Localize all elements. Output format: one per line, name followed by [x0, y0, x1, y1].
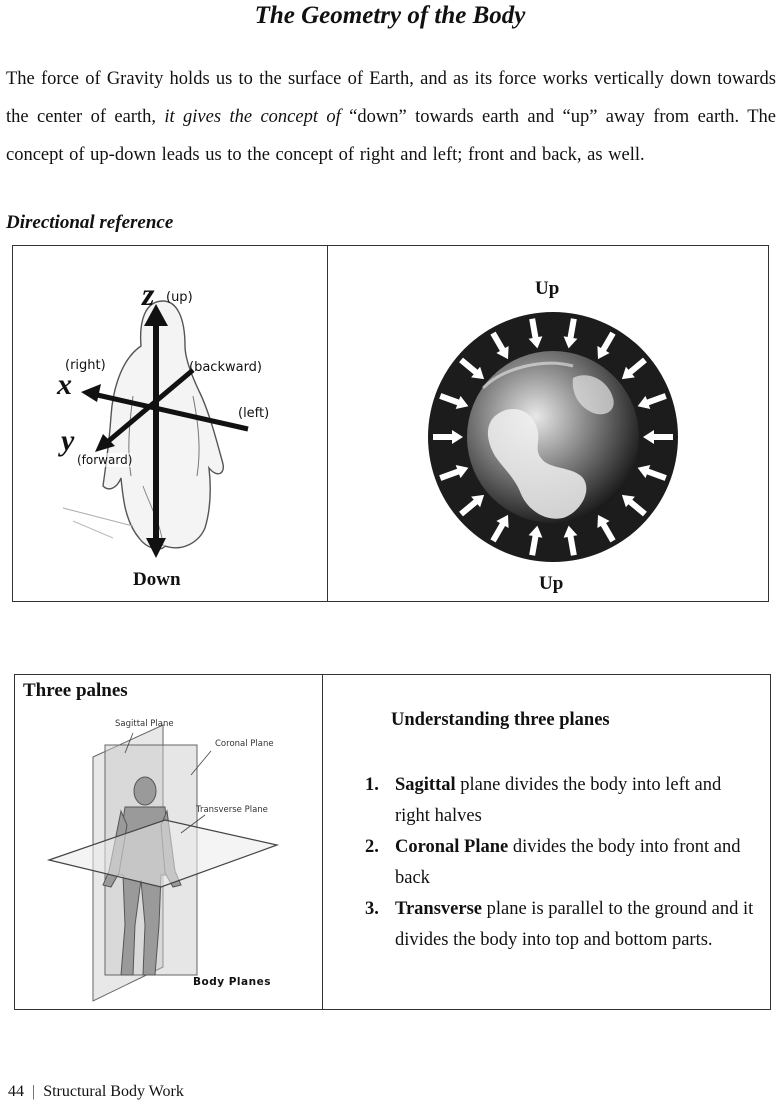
item-number: 3.	[365, 899, 379, 919]
planes-list-item: 3. Transverse plane is parallel to the gr…	[365, 894, 760, 956]
gravity-arrow	[621, 357, 647, 380]
item-term: Coronal Plane	[395, 837, 509, 857]
gravity-arrows	[433, 318, 673, 556]
gravity-arrow	[528, 318, 543, 349]
intro-text-3: “down” towards earth and “up” away from …	[6, 107, 777, 165]
body-outline	[102, 300, 224, 550]
body-planes-diagram	[46, 724, 280, 1002]
y-arrow-head	[95, 434, 115, 452]
backward-label: (backward)	[189, 360, 263, 375]
planes-list: 1. Sagittal plane divides the body into l…	[365, 770, 760, 956]
gravity-arrow	[637, 393, 667, 409]
understanding-planes-heading: Understanding three planes	[391, 710, 610, 730]
gravity-arrow	[528, 525, 543, 556]
x-arrow-head	[81, 384, 101, 402]
z-axis-letter: z	[142, 276, 155, 312]
z-axis-label: (up)	[166, 290, 193, 305]
z-arrow-head	[144, 304, 168, 326]
three-planes-box: Three palnes Sagittal Plane Coronal Plan…	[14, 674, 771, 1010]
planes-box-divider	[322, 675, 323, 1009]
section-subheading: Directional reference	[6, 212, 174, 233]
gravity-arrow	[490, 514, 509, 543]
intro-text-1: The force of Gravity holds us to the sur…	[6, 69, 776, 127]
gravity-arrow	[459, 494, 485, 517]
item-number: 1.	[365, 775, 379, 795]
gravity-arrow	[459, 357, 485, 380]
x-axis-letter: x	[57, 368, 72, 401]
gravity-arrow	[643, 430, 673, 444]
gravity-arrow	[439, 393, 469, 409]
gravity-arrow	[490, 331, 509, 360]
item-text: divides the body into front and back	[395, 837, 741, 888]
sagittal-plane-label: Sagittal Plane	[115, 719, 174, 729]
gravity-arrow	[621, 494, 647, 517]
intro-text-2: it gives the concept of	[164, 107, 341, 127]
gravity-arrow	[597, 514, 616, 543]
footer-separator: |	[32, 1083, 36, 1100]
directional-reference-figure: z (up) (right) x (backward) (left) y (fo…	[12, 245, 769, 602]
down-arrow-head	[146, 538, 166, 558]
body-axes-illustration	[62, 300, 249, 558]
gravity-arrow	[563, 318, 578, 349]
gravity-arrow	[597, 331, 616, 360]
earth-gravity-illustration	[428, 312, 678, 562]
planes-list-item: 2. Coronal Plane divides the body into fr…	[365, 832, 760, 894]
coronal-plane-label: Coronal Plane	[215, 739, 274, 749]
planes-list-item: 1. Sagittal plane divides the body into l…	[365, 770, 760, 832]
item-text: plane divides the body into left and rig…	[395, 775, 722, 826]
page-footer: 44 | Structural Body Work	[8, 1083, 184, 1101]
gravity-arrow	[637, 465, 667, 481]
body-planes-caption: Body Planes	[193, 976, 271, 988]
left-label: (left)	[238, 406, 270, 421]
down-label: Down	[133, 569, 181, 590]
item-number: 2.	[365, 837, 379, 857]
book-title: Structural Body Work	[43, 1083, 184, 1100]
x-axis-label: (right)	[65, 358, 106, 373]
planes-box-heading: Three palnes	[23, 680, 128, 701]
item-term: Sagittal	[395, 775, 456, 795]
item-term: Transverse	[395, 899, 482, 919]
intro-paragraph: The force of Gravity holds us to the sur…	[6, 60, 776, 174]
gravity-arrow	[563, 525, 578, 556]
gravity-arrow	[439, 465, 469, 481]
transverse-plane	[46, 819, 280, 888]
earth-continent	[487, 408, 587, 519]
gravity-arrow	[433, 430, 463, 444]
page-number: 44	[8, 1083, 24, 1100]
transverse-plane-label: Transverse Plane	[196, 805, 268, 815]
up-label-bottom: Up	[539, 573, 564, 594]
item-text: plane is parallel to the ground and it d…	[395, 899, 754, 950]
up-label-top: Up	[535, 278, 560, 299]
figure-divider	[327, 246, 328, 601]
y-axis-label: (forward)	[77, 453, 133, 467]
page-title: The Geometry of the Body	[254, 2, 526, 29]
y-axis-letter: y	[61, 424, 75, 457]
